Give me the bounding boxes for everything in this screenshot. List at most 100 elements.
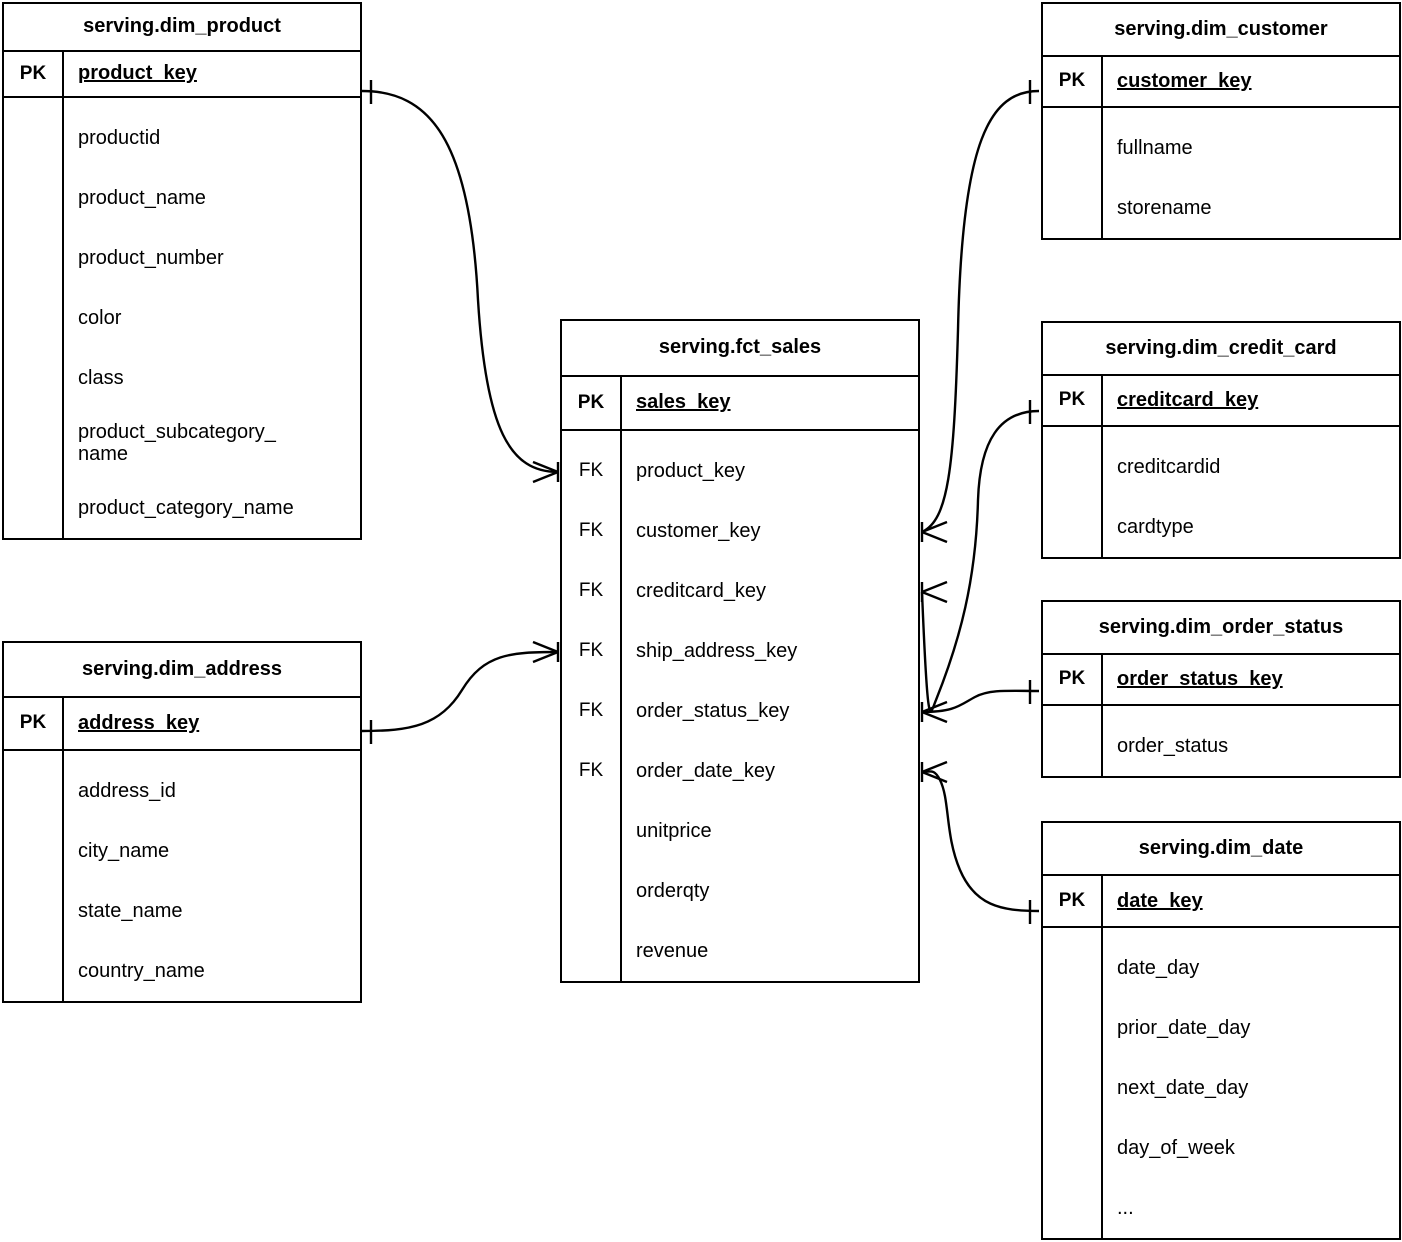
attribute-dim-date-next-date-day: next_date_day xyxy=(1117,1077,1249,1099)
attribute-namecol-dim-order-status: order_status xyxy=(1103,706,1399,776)
entity-dim-product[interactable]: serving.dim_product PK product_key produ… xyxy=(2,2,362,540)
attribute-fct-sales-order-status-key: order_status_key xyxy=(636,700,790,722)
attributes-dim-customer: fullname storename xyxy=(1043,108,1399,238)
fk-badge-orderqty xyxy=(562,861,620,921)
entity-fct-sales[interactable]: serving.fct_sales PK sales_key FK FK FK … xyxy=(560,319,920,983)
attribute-fct-sales-orderqty: orderqty xyxy=(636,880,710,902)
attribute-keycol-dim-customer xyxy=(1043,108,1103,238)
attribute-fct-sales-revenue: revenue xyxy=(636,940,709,962)
entity-dim-order-status[interactable]: serving.dim_order_status PK order_status… xyxy=(1041,600,1401,778)
pk-row-dim-address: PK address_key xyxy=(4,697,360,751)
entity-dim-customer[interactable]: serving.dim_customer PK customer_key ful… xyxy=(1041,2,1401,240)
attribute-dim-product-class: class xyxy=(78,367,124,389)
pk-badge-dim-order-status: PK xyxy=(1043,654,1103,704)
attributes-dim-credit-card: creditcardid cardtype xyxy=(1043,427,1399,557)
attributes-dim-product: productid product_name product_number co… xyxy=(4,98,360,538)
fk-badge-creditcard-key: FK xyxy=(578,579,604,601)
relationship-credit-card xyxy=(920,400,1040,713)
fk-badge-order-status-key: FK xyxy=(578,699,604,721)
attribute-fct-sales-product-key: product_key xyxy=(636,460,745,482)
pk-field-dim-address-address-key: address_key xyxy=(78,711,200,734)
crow-foot-order-status xyxy=(920,700,948,724)
attribute-dim-credit-card-cardtype: cardtype xyxy=(1117,516,1194,538)
entity-title-dim-product: serving.dim_product xyxy=(4,4,360,52)
entity-title-dim-address: serving.dim_address xyxy=(4,643,360,698)
entity-title-dim-customer: serving.dim_customer xyxy=(1043,4,1399,57)
pk-badge-dim-customer: PK xyxy=(1043,56,1103,106)
attribute-namecol-dim-customer: fullname storename xyxy=(1103,108,1399,238)
attributes-dim-address: address_id city_name state_name country_… xyxy=(4,751,360,1001)
relationship-order-status xyxy=(920,680,1040,724)
fk-badge-product-key: FK xyxy=(578,459,604,481)
pk-row-dim-order-status: PK order_status_key xyxy=(1043,654,1399,706)
pk-badge-fct-sales: PK xyxy=(562,376,622,429)
attribute-fct-sales-order-date-key: order_date_key xyxy=(636,760,775,782)
attributes-dim-date: date_day prior_date_day next_date_day da… xyxy=(1043,928,1399,1238)
attribute-namecol-dim-product: productid product_name product_number co… xyxy=(64,98,360,538)
pk-field-fct-sales-sales-key: sales_key xyxy=(636,391,731,414)
attribute-namecol-fct-sales: product_key customer_key creditcard_key … xyxy=(622,431,918,981)
relationship-date xyxy=(920,760,1040,924)
attribute-dim-product-product-category-name: product_category_name xyxy=(78,497,294,519)
relationship-product xyxy=(361,80,560,484)
crow-foot-ship-address xyxy=(532,640,560,664)
pk-row-dim-product: PK product_key xyxy=(4,51,360,98)
attribute-dim-date-ellipsis: ... xyxy=(1117,1197,1134,1219)
attribute-keycol-dim-product xyxy=(4,98,64,538)
pk-badge-dim-address: PK xyxy=(4,697,64,749)
fk-badge-ship-address-key: FK xyxy=(578,639,604,661)
attribute-dim-credit-card-creditcardid: creditcardid xyxy=(1117,456,1221,478)
attribute-dim-customer-fullname: fullname xyxy=(1117,137,1193,159)
attribute-dim-order-status-order-status: order_status xyxy=(1117,735,1229,757)
attribute-dim-product-product-name: product_name xyxy=(78,187,206,209)
pk-badge-dim-product: PK xyxy=(4,51,64,96)
attribute-dim-address-country-name: country_name xyxy=(78,960,205,982)
pk-row-dim-customer: PK customer_key xyxy=(1043,56,1399,108)
pk-row-dim-credit-card: PK creditcard_key xyxy=(1043,375,1399,427)
attribute-fct-sales-creditcard-key: creditcard_key xyxy=(636,580,767,602)
fk-badge-order-date-key: FK xyxy=(578,759,604,781)
entity-dim-credit-card[interactable]: serving.dim_credit_card PK creditcard_ke… xyxy=(1041,321,1401,559)
attribute-namecol-dim-date: date_day prior_date_day next_date_day da… xyxy=(1103,928,1399,1238)
attribute-keycol-dim-order-status xyxy=(1043,706,1103,776)
pk-row-fct-sales: PK sales_key xyxy=(562,376,918,431)
attribute-dim-product-color: color xyxy=(78,307,122,329)
attribute-keycol-dim-date xyxy=(1043,928,1103,1238)
attribute-keycol-fct-sales: FK FK FK FK FK FK xyxy=(562,431,622,981)
pk-badge-dim-date: PK xyxy=(1043,876,1103,926)
attributes-fct-sales: FK FK FK FK FK FK product_key customer_k… xyxy=(562,431,918,981)
entity-title-fct-sales: serving.fct_sales xyxy=(562,321,918,377)
attribute-dim-address-address-id: address_id xyxy=(78,780,176,802)
pk-row-dim-date: PK date_key xyxy=(1043,876,1399,928)
crow-foot-product xyxy=(532,460,560,484)
pk-field-dim-credit-card-creditcard-key: creditcard_key xyxy=(1117,388,1259,411)
crow-foot-creditcard xyxy=(920,580,948,604)
crow-foot-customer xyxy=(920,520,948,544)
entity-title-dim-credit-card: serving.dim_credit_card xyxy=(1043,323,1399,376)
fk-badge-revenue xyxy=(562,921,620,981)
attribute-fct-sales-unitprice: unitprice xyxy=(636,820,712,842)
attribute-dim-address-city-name: city_name xyxy=(78,840,170,862)
attribute-dim-address-state-name: state_name xyxy=(78,900,183,922)
attribute-keycol-dim-credit-card xyxy=(1043,427,1103,557)
pk-field-dim-product-product-key: product_key xyxy=(78,62,197,85)
entity-dim-date[interactable]: serving.dim_date PK date_key date_day pr… xyxy=(1041,821,1401,1240)
relationship-customer xyxy=(920,80,1040,544)
fk-badge-customer-key: FK xyxy=(578,519,604,541)
attribute-dim-customer-storename: storename xyxy=(1117,197,1212,219)
pk-field-dim-date-date-key: date_key xyxy=(1117,889,1203,912)
pk-badge-dim-credit-card: PK xyxy=(1043,375,1103,425)
attribute-dim-date-day-of-week: day_of_week xyxy=(1117,1137,1235,1159)
attribute-namecol-dim-credit-card: creditcardid cardtype xyxy=(1103,427,1399,557)
entity-title-dim-date: serving.dim_date xyxy=(1043,823,1399,877)
attribute-dim-product-productid: productid xyxy=(78,127,161,149)
entity-title-dim-order-status: serving.dim_order_status xyxy=(1043,602,1399,655)
crow-foot-order-date xyxy=(920,760,948,784)
entity-dim-address[interactable]: serving.dim_address PK address_key addre… xyxy=(2,641,362,1003)
pk-field-dim-order-status-order-status-key: order_status_key xyxy=(1117,667,1283,690)
pk-field-dim-customer-customer-key: customer_key xyxy=(1117,69,1252,92)
attribute-keycol-dim-address xyxy=(4,751,64,1001)
attribute-namecol-dim-address: address_id city_name state_name country_… xyxy=(64,751,360,1001)
attributes-dim-order-status: order_status xyxy=(1043,706,1399,776)
attribute-fct-sales-ship-address-key: ship_address_key xyxy=(636,640,798,662)
